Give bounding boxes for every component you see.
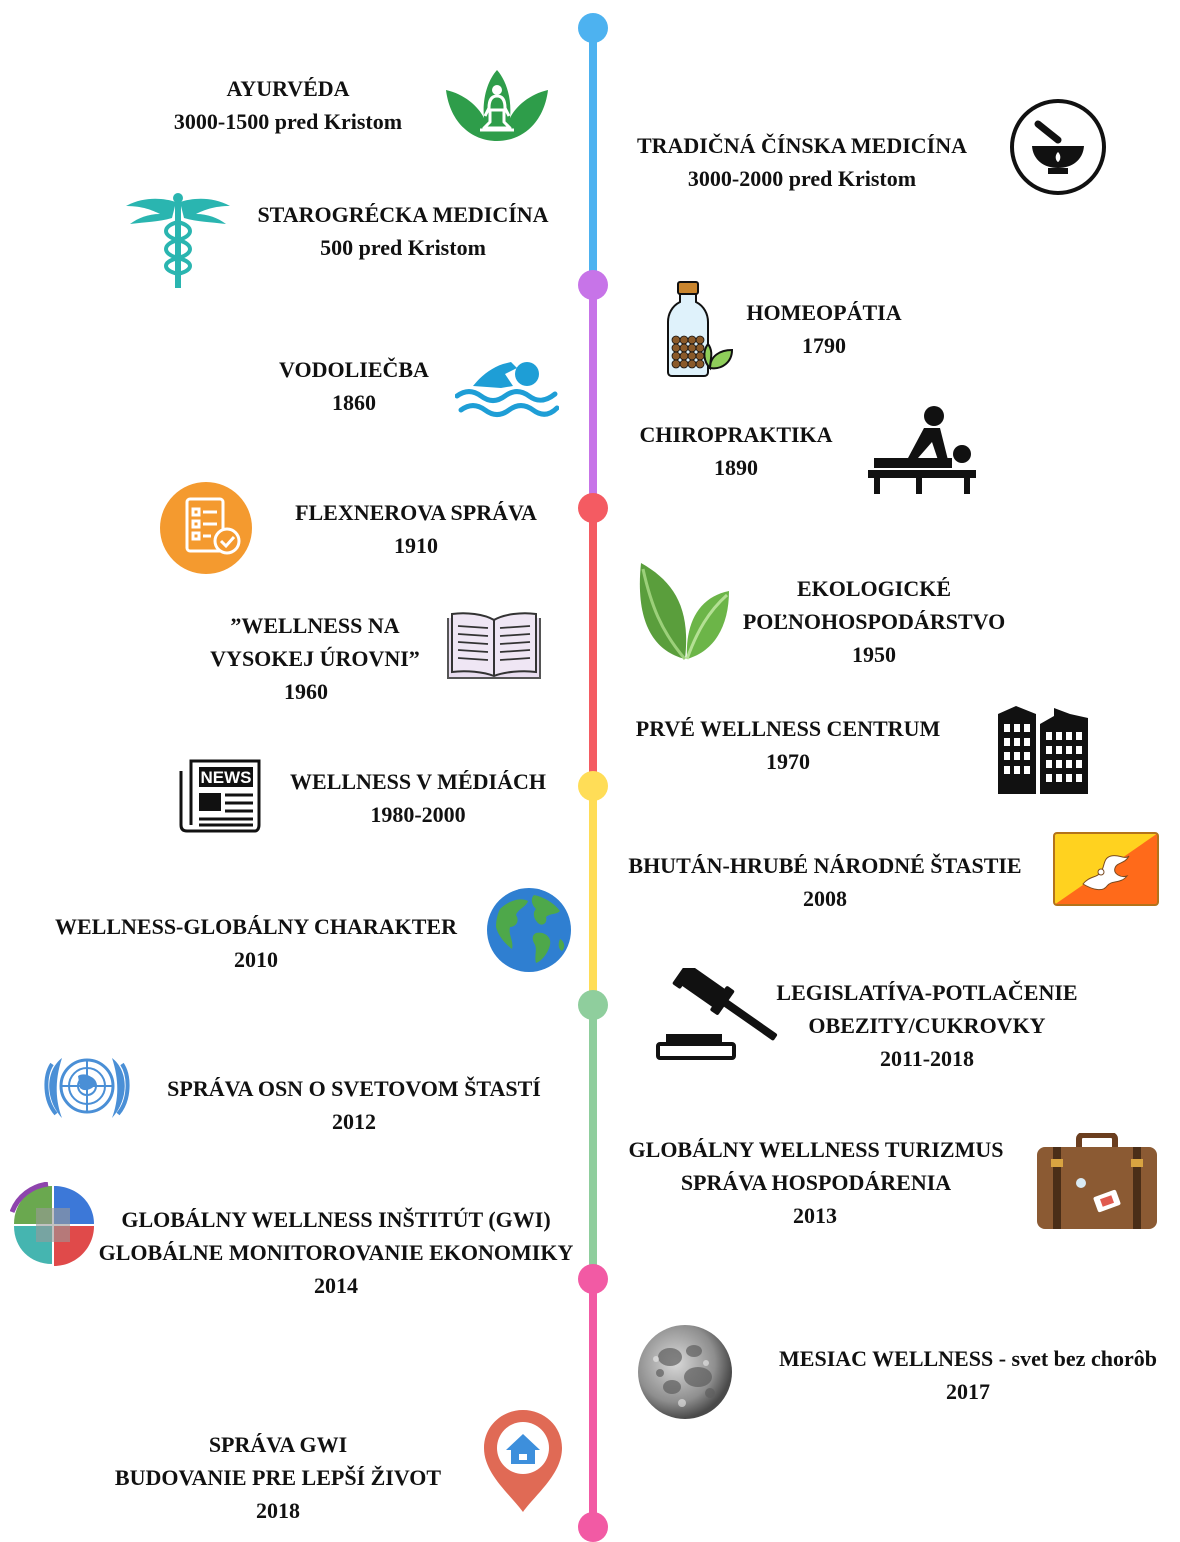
event-date: 3000-1500 pred Kristom: [173, 109, 403, 134]
event-title: BUDOVANIE PRE LEPŠÍ ŽIVOT: [114, 1465, 442, 1490]
pill-bottle-icon: [664, 280, 736, 378]
event-date: 1970: [766, 749, 810, 774]
event-label: SPRÁVA GWI BUDOVANIE PRE LEPŠÍ ŽIVOT 201…: [86, 1428, 470, 1527]
event-date: 500 pred Kristom: [320, 235, 486, 260]
event-label: SPRÁVA OSN O SVETOVOM ŠTASTÍ 2012: [138, 1072, 570, 1138]
building-icon: [996, 704, 1090, 794]
event-title: OBEZITY/CUKROVKY: [808, 1013, 1046, 1038]
event-date: 2012: [332, 1109, 376, 1134]
event-label: WELLNESS-GLOBÁLNY CHARAKTER: [30, 910, 482, 943]
newspaper-icon: NEWS: [177, 759, 261, 833]
timeline-segment-yellow: [589, 786, 597, 1005]
event-title: MESIAC WELLNESS - svet bez chorôb: [779, 1346, 1157, 1371]
event-date: 1950: [852, 642, 896, 667]
event-label: TRADIČNÁ ČÍNSKA MEDICÍNA 3000-2000 pred …: [612, 129, 992, 195]
event-title: EKOLOGICKÉ: [796, 576, 952, 601]
event-title: SPRÁVA OSN O SVETOVOM ŠTASTÍ: [167, 1076, 541, 1101]
event-title: WELLNESS V MÉDIÁCH: [290, 769, 546, 794]
event-title: BHUTÁN-HRUBÉ NÁRODNÉ ŠTASTIE: [628, 853, 1022, 878]
event-title: TRADIČNÁ ČÍNSKA MEDICÍNA: [636, 133, 968, 158]
timeline-node: [578, 1512, 608, 1542]
event-title: CHIROPRAKTIKA: [639, 422, 833, 447]
timeline-segment-red: [589, 508, 597, 786]
event-title: GLOBÁLNY WELLNESS INŠTITÚT (GWI): [121, 1207, 551, 1232]
timeline-segment-blue: [589, 28, 597, 285]
event-label: STAROGRÉCKA MEDICÍNA 500 pred Kristom: [230, 198, 576, 264]
bhutan-flag-icon: [1053, 832, 1159, 906]
timeline-node: [578, 13, 608, 43]
event-date: 1860: [332, 390, 376, 415]
event-title: POĽNOHOSPODÁRSTVO: [742, 609, 1006, 634]
event-date: 1980-2000: [370, 802, 466, 827]
timeline-node: [578, 493, 608, 523]
event-label: HOMEOPÁTIA 1790: [726, 296, 922, 362]
event-date: 2014: [314, 1273, 358, 1298]
timeline-node: [578, 771, 608, 801]
suitcase-icon: [1035, 1133, 1159, 1231]
event-title: AYURVÉDA: [226, 76, 350, 101]
moon-icon: [636, 1323, 734, 1421]
event-title: GLOBÁLNE MONITOROVANIE EKONOMIKY: [98, 1240, 574, 1265]
event-date: 2017: [946, 1379, 990, 1404]
timeline-segment-pink: [589, 1279, 597, 1526]
event-date: 2010: [234, 947, 278, 972]
timeline-node: [578, 990, 608, 1020]
leaves-icon: [633, 561, 731, 661]
mortar-pestle-icon: [1008, 98, 1108, 196]
caduceus-icon: [124, 192, 232, 290]
timeline-segment-green: [589, 1005, 597, 1279]
gavel-icon: [656, 968, 778, 1060]
timeline-node: [578, 1264, 608, 1294]
event-title: SPRÁVA HOSPODÁRENIA: [680, 1170, 952, 1195]
event-label: BHUTÁN-HRUBÉ NÁRODNÉ ŠTASTIE 2008: [600, 849, 1050, 915]
gwi-logo-icon: [10, 1182, 96, 1268]
event-date: 1890: [714, 455, 758, 480]
timeline-segment-purple: [589, 285, 597, 508]
event-label: GLOBÁLNY WELLNESS INŠTITÚT (GWI) GLOBÁLN…: [86, 1203, 586, 1302]
event-date: 1910: [394, 533, 438, 558]
checklist-report-icon: [159, 481, 253, 575]
event-title: HOMEOPÁTIA: [746, 300, 902, 325]
event-title: LEGISLATÍVA-POTLAČENIE: [776, 980, 1078, 1005]
event-title: SPRÁVA GWI: [208, 1432, 348, 1457]
event-label: MESIAC WELLNESS - svet bez chorôb 2017: [756, 1342, 1180, 1408]
event-title: WELLNESS-GLOBÁLNY CHARAKTER: [55, 914, 457, 939]
event-label: GLOBÁLNY WELLNESS TURIZMUS SPRÁVA HOSPOD…: [600, 1133, 1032, 1199]
event-date: 2011-2018: [879, 1046, 975, 1071]
timeline-node: [578, 270, 608, 300]
event-title: PRVÉ WELLNESS CENTRUM: [635, 716, 941, 741]
event-label: FLEXNEROVA SPRÁVA 1910: [264, 496, 568, 562]
globe-icon: [486, 887, 572, 973]
event-date: 1960: [284, 679, 328, 704]
event-date: 3000-2000 pred Kristom: [687, 166, 917, 191]
event-label: WELLNESS V MÉDIÁCH 1980-2000: [268, 765, 568, 831]
lotus-meditation-icon: [444, 68, 550, 142]
swimmer-icon: [455, 346, 559, 422]
newspaper-masthead: NEWS: [201, 768, 252, 787]
massage-table-icon: [868, 404, 976, 494]
home-location-pin-icon: [482, 1408, 564, 1514]
event-title: VODOLIEČBA: [279, 357, 429, 382]
open-book-icon: [446, 612, 542, 680]
event-label: CHIROPRAKTIKA 1890: [620, 418, 852, 484]
event-date: 2018: [256, 1498, 300, 1523]
event-label: AYURVÉDA 3000-1500 pred Kristom: [138, 72, 438, 138]
event-label: VODOLIEČBA 1860: [254, 353, 454, 419]
event-date: 2008: [803, 886, 847, 911]
un-emblem-icon: [38, 1046, 136, 1128]
event-title: VYSOKEJ ÚROVNI”: [210, 646, 420, 671]
event-label: EKOLOGICKÉ POĽNOHOSPODÁRSTVO 1950: [726, 572, 1022, 671]
event-date: 1790: [802, 333, 846, 358]
event-title: GLOBÁLNY WELLNESS TURIZMUS: [628, 1137, 1004, 1162]
event-title: FLEXNEROVA SPRÁVA: [295, 500, 537, 525]
event-label: PRVÉ WELLNESS CENTRUM 1970: [612, 712, 964, 778]
event-title: ”WELLNESS NA: [230, 613, 400, 638]
event-title: STAROGRÉCKA MEDICÍNA: [257, 202, 549, 227]
event-label: LEGISLATÍVA-POTLAČENIE OBEZITY/CUKROVKY …: [750, 976, 1104, 1075]
event-date: 2013: [793, 1203, 837, 1228]
event-label: ”WELLNESS NA VYSOKEJ ÚROVNI”: [190, 609, 440, 675]
